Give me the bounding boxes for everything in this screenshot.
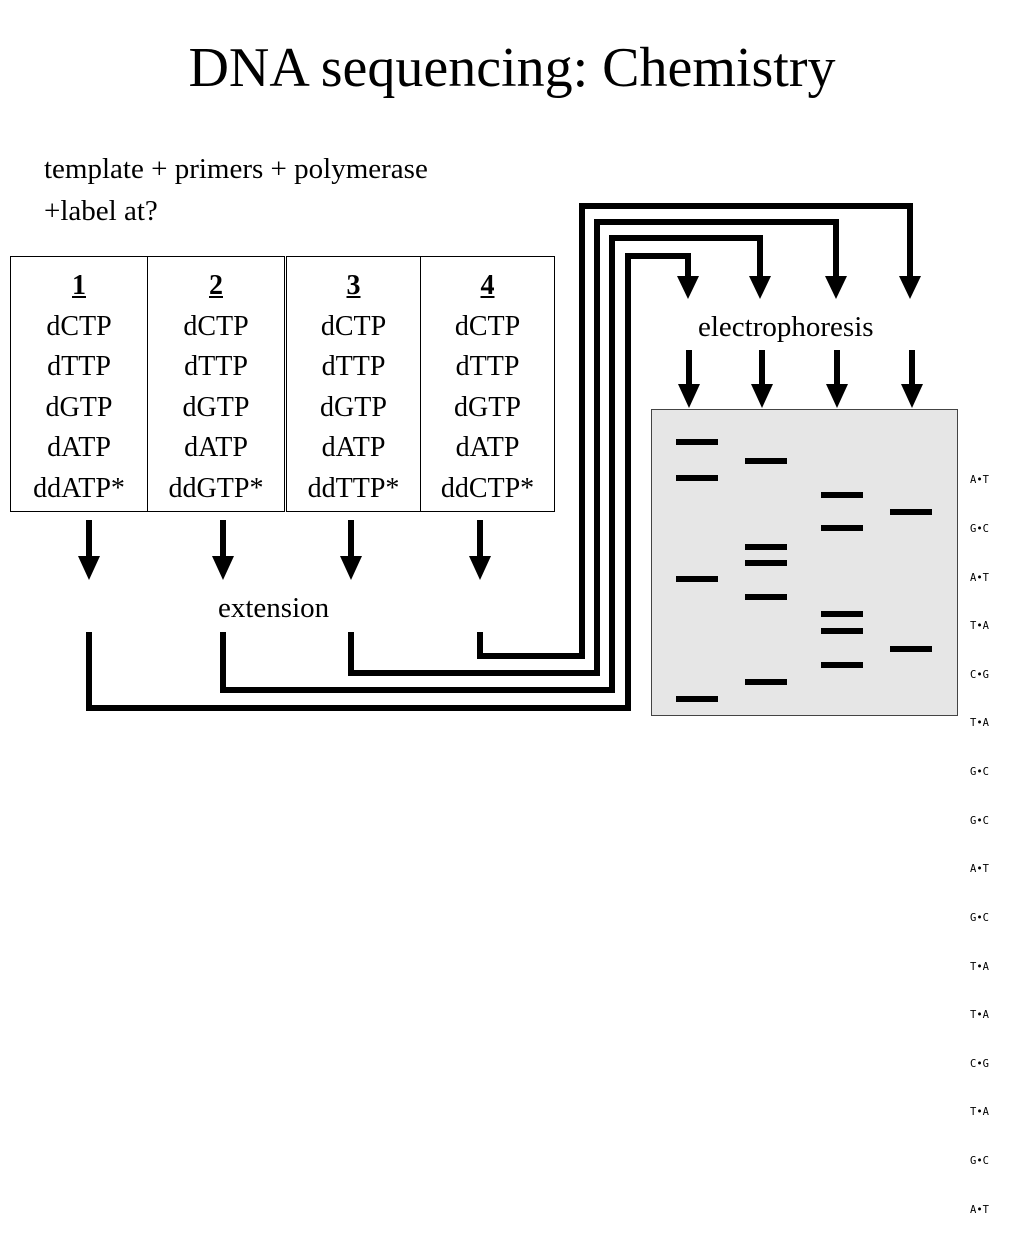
base-pair: G•C [970, 766, 989, 779]
nucleotide: dTTP [184, 351, 248, 382]
dideoxy-nucleotide: ddGTP* [168, 472, 264, 504]
base-pair: A•T [970, 1203, 989, 1216]
nucleotide: dCTP [46, 310, 112, 342]
lane-down-arrow [751, 350, 773, 408]
base-pair: A•T [970, 863, 989, 876]
nucleotide: dGTP [182, 391, 250, 423]
reaction-tube-4: 4 dCTP dTTP dGTP dATP ddCTP* [420, 256, 555, 512]
base-pair: C•G [970, 668, 989, 681]
nucleotide: dCTP [454, 310, 521, 342]
base-pair: T•A [970, 1106, 989, 1119]
gel-band [821, 628, 863, 634]
nucleotide: dGTP [320, 391, 387, 423]
electrophoresis-label: electrophoresis [698, 311, 874, 343]
gel-band [890, 646, 932, 652]
base-pair: T•A [970, 717, 989, 730]
nucleotide: dGTP [454, 391, 521, 423]
base-pair: A•T [970, 571, 989, 584]
gel-band [821, 525, 863, 531]
gel-band [821, 492, 863, 498]
reagents-line-2: +label at? [44, 195, 158, 227]
dideoxy-nucleotide: ddTTP* [307, 472, 400, 504]
reaction-tube-1: 1 dCTP dTTP dGTP dATP ddATP* [10, 256, 148, 512]
nucleotide: dATP [47, 432, 111, 463]
reagents-line-1: template + primers + polymerase [44, 153, 428, 185]
base-pair: G•C [970, 1154, 989, 1167]
gel-band [821, 662, 863, 668]
gel-band [821, 611, 863, 617]
base-pair: T•A [970, 960, 989, 973]
lane-arrowhead [677, 276, 699, 299]
nucleotide: dTTP [321, 351, 386, 382]
base-pair: G•C [970, 523, 989, 536]
extension-label: extension [218, 592, 330, 624]
base-pair: G•C [970, 911, 989, 924]
nucleotide: dTTP [47, 351, 111, 382]
gel-band [676, 576, 718, 582]
gel-band [890, 509, 932, 515]
tube-number: 2 [209, 270, 223, 301]
lane-arrowhead [825, 276, 847, 299]
base-pair: T•A [970, 620, 989, 633]
reaction-tube-3: 3 dCTP dTTP dGTP dATP ddTTP* [286, 256, 421, 512]
gel-band [745, 594, 787, 600]
lane-down-arrow [678, 350, 700, 408]
base-pair: A•T [970, 474, 989, 487]
tube-number: 4 [480, 270, 495, 301]
nucleotide: dATP [184, 432, 248, 463]
sequence-readout: A•T G•C A•T T•A C•G T•A G•C G•C A•T G•C … [970, 440, 989, 1234]
dideoxy-nucleotide: ddATP* [33, 472, 125, 504]
tube-number: 3 [346, 270, 361, 301]
lane-down-arrow [826, 350, 848, 408]
dideoxy-nucleotide: ddCTP* [440, 472, 535, 504]
lane-down-arrow [901, 350, 923, 408]
reagents-text: template + primers + polymerase +label a… [44, 148, 428, 232]
sequencing-gel [651, 409, 958, 716]
gel-band [745, 544, 787, 550]
tube-down-arrow [469, 520, 491, 580]
nucleotide: dCTP [183, 310, 249, 342]
lane-arrowhead [749, 276, 771, 299]
tube-down-arrow [78, 520, 100, 580]
lane-arrowhead [899, 276, 921, 299]
slide-title: DNA sequencing: Chemistry [188, 37, 836, 99]
reaction-tube-2: 2 dCTP dTTP dGTP dATP ddGTP* [147, 256, 285, 512]
gel-band [745, 458, 787, 464]
base-pair: C•G [970, 1057, 989, 1070]
base-pair: T•A [970, 1009, 989, 1022]
gel-band [745, 679, 787, 685]
tube-down-arrow [212, 520, 234, 580]
gel-band [745, 560, 787, 566]
nucleotide: dTTP [455, 351, 520, 382]
base-pair: G•C [970, 814, 989, 827]
nucleotide: dATP [321, 432, 386, 463]
tube-down-arrow [340, 520, 362, 580]
gel-band [676, 696, 718, 702]
gel-band [676, 475, 718, 481]
nucleotide: dCTP [320, 310, 387, 342]
gel-band [676, 439, 718, 445]
tube-number: 1 [72, 270, 86, 301]
nucleotide: dATP [455, 432, 520, 463]
nucleotide: dGTP [45, 391, 113, 423]
